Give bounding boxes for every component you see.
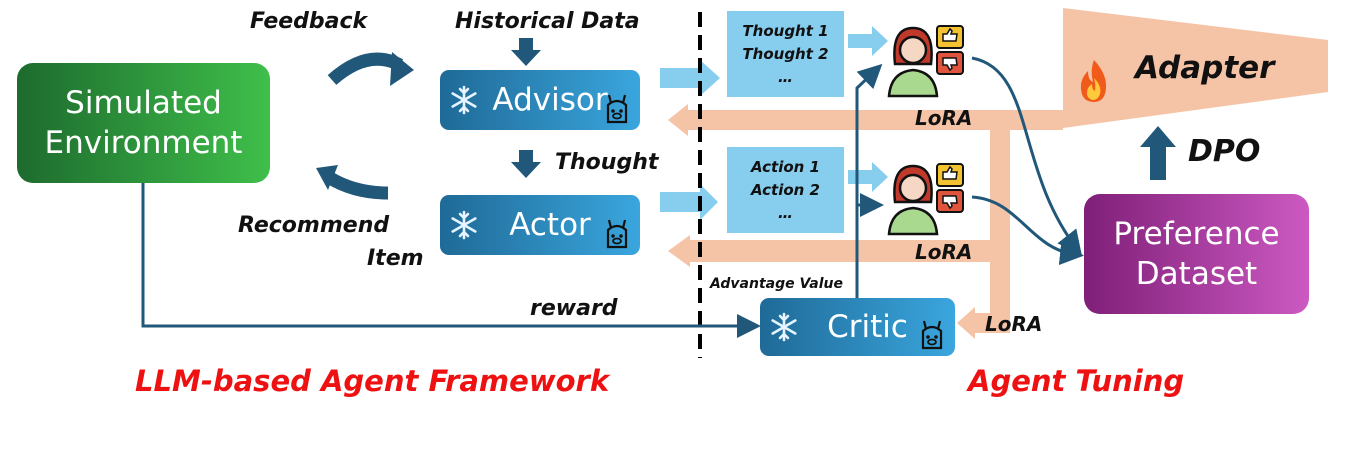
adapter-shape: [1063, 8, 1328, 128]
agent-tuning-title: Agent Tuning: [968, 364, 1185, 398]
action-item-3: …: [778, 203, 793, 222]
lora-arrow-advisor: [668, 104, 1063, 136]
recommend-arrow: [326, 172, 389, 200]
framework-title: LLM-based Agent Framework: [135, 364, 610, 398]
actor-box: Actor: [440, 195, 640, 255]
lora-arrow-actor: [668, 235, 1008, 267]
feedback-arrowhead: [390, 52, 414, 86]
action-list-box: Action 1 Action 2 …: [727, 147, 844, 233]
historical-data-label: Historical Data: [455, 9, 640, 34]
lora-label-actor: LoRA: [915, 240, 973, 264]
critic-label: Critic: [827, 309, 908, 345]
lora-label-advisor: LoRA: [915, 106, 973, 130]
action-item-1: Action 1: [751, 157, 820, 176]
action-to-person-arrow: [848, 162, 888, 192]
advisor-label: Advisor: [492, 82, 608, 118]
fire-icon: [1080, 60, 1107, 102]
actor-to-action-arrow: [660, 184, 718, 220]
thought-item-3: …: [778, 67, 793, 86]
thought-label: Thought: [555, 150, 659, 175]
lora-vertical-bar-1: [990, 130, 1010, 260]
simulated-environment-box: Simulated Environment: [17, 63, 270, 183]
thought-item-2: Thought 2: [742, 44, 829, 63]
advantage-value-label: Advantage Value: [710, 276, 843, 292]
advisor-to-thought-arrow: [660, 60, 720, 96]
person-thumbs-icon: [887, 163, 964, 236]
adapter-label: Adapter: [1135, 50, 1275, 86]
historical-down-stem: [519, 38, 533, 50]
pref-line-2: Dataset: [1135, 256, 1258, 292]
person2-to-pref: [971, 195, 1084, 266]
advisor-box: Advisor: [440, 70, 640, 130]
feedback-arrow: [327, 52, 404, 85]
pref-line-1: Preference: [1113, 216, 1280, 252]
action-item-2: Action 2: [751, 180, 820, 199]
env-line-1: Simulated: [65, 85, 222, 121]
thought-item-1: Thought 1: [742, 21, 829, 40]
person-thumbs-icon: [887, 25, 964, 98]
thought-list-box: Thought 1 Thought 2 …: [727, 11, 844, 97]
snowflake-icon: [451, 85, 477, 115]
feedback-label: Feedback: [250, 9, 368, 34]
reward-label: reward: [530, 296, 618, 321]
llama-icon: [606, 94, 628, 124]
dpo-label: DPO: [1188, 134, 1261, 169]
thought-to-person-arrow: [848, 26, 888, 56]
llama-icon: [606, 219, 628, 249]
historical-down-head: [511, 50, 541, 66]
actor-label: Actor: [509, 207, 591, 243]
thought-down-head: [511, 162, 541, 178]
lora-label-critic: LoRA: [985, 312, 1043, 336]
thought-down-stem: [519, 150, 533, 162]
item-label: Item: [367, 246, 424, 271]
person1-to-pref: [971, 56, 1082, 255]
dpo-arrow-head: [1140, 126, 1176, 147]
snowflake-icon: [451, 210, 477, 240]
snowflake-icon: [771, 312, 797, 342]
lora-vertical-bar-2: [990, 240, 1010, 332]
preference-dataset-box: Preference Dataset: [1084, 194, 1309, 314]
advantage-line: [855, 63, 883, 298]
dpo-arrow-stem: [1150, 147, 1166, 180]
critic-box: Critic: [760, 298, 955, 356]
env-line-2: Environment: [44, 125, 243, 161]
lora-arrow-critic: [957, 307, 1010, 339]
reward-line: [141, 183, 761, 338]
recommend-arrowhead: [316, 165, 338, 190]
recommend-label: Recommend: [238, 213, 390, 238]
llama-icon: [921, 320, 943, 350]
